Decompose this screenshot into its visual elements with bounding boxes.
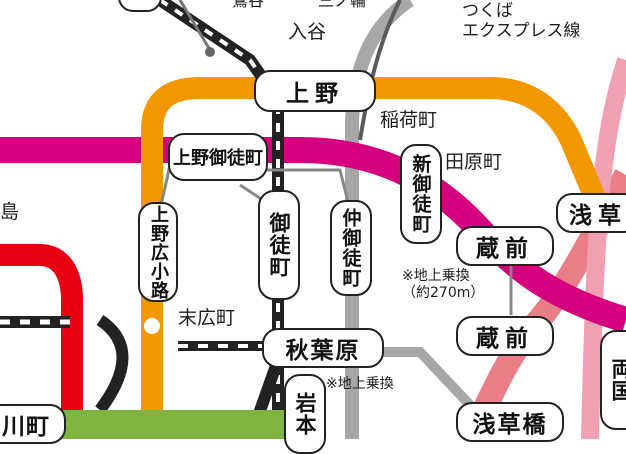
ginza-station-dot-2 xyxy=(514,124,530,140)
station-akihabara[interactable]: 秋葉原 xyxy=(262,328,384,368)
note-iwamotocho-transfer: ※地上乗換 xyxy=(326,376,394,392)
note-kuramae-transfer: ※地上乗換 （約270m） xyxy=(402,268,485,301)
station-asakusa[interactable]: 浅草 xyxy=(556,193,626,233)
label-top-fragment-2: 三ノ輪 xyxy=(318,0,367,10)
station-iwamotocho[interactable]: 岩本 xyxy=(284,374,326,454)
station-ueno-hirokoji[interactable]: 上野広小路 xyxy=(138,202,178,302)
label-suehirocho: 末広町 xyxy=(178,307,236,329)
station-okachimachi[interactable]: 御徒町 xyxy=(258,190,300,300)
ginza-line xyxy=(141,77,611,439)
route-lines xyxy=(0,0,626,439)
ginza-station-dot xyxy=(144,318,160,334)
label-left-fragment: 島 xyxy=(0,201,20,223)
station-shin-okachimachi[interactable]: 新御徒町 xyxy=(400,144,442,244)
branch-line xyxy=(178,0,212,51)
station-kuramae-upper[interactable]: 蔵前 xyxy=(456,226,554,266)
marunouchi-line xyxy=(0,244,83,439)
station-ochanomizu-partial[interactable]: 川町 xyxy=(0,404,66,444)
jr-curve xyxy=(95,315,129,414)
tsukuba-express-line xyxy=(358,0,402,141)
station-ueno-okachimachi[interactable]: 上野御徒町 xyxy=(168,133,268,181)
label-top-fragment-1: 鶯谷 xyxy=(232,0,265,10)
station-ueno[interactable]: 上野 xyxy=(254,70,376,112)
station-ryogoku[interactable]: 両国 xyxy=(600,330,626,430)
label-tawaramachi: 田原町 xyxy=(445,151,503,173)
station-naka-okachimachi[interactable]: 仲御徒町 xyxy=(330,200,372,296)
station-asakusabashi[interactable]: 浅草橋 xyxy=(456,402,564,442)
label-iriya: 入谷 xyxy=(288,21,327,43)
label-inaricho: 稲荷町 xyxy=(380,109,438,131)
station-kuramae-lower[interactable]: 蔵前 xyxy=(456,316,554,356)
branch-dot xyxy=(205,47,215,57)
label-tsukuba-line: つくば エクスプレス線 xyxy=(462,1,581,41)
